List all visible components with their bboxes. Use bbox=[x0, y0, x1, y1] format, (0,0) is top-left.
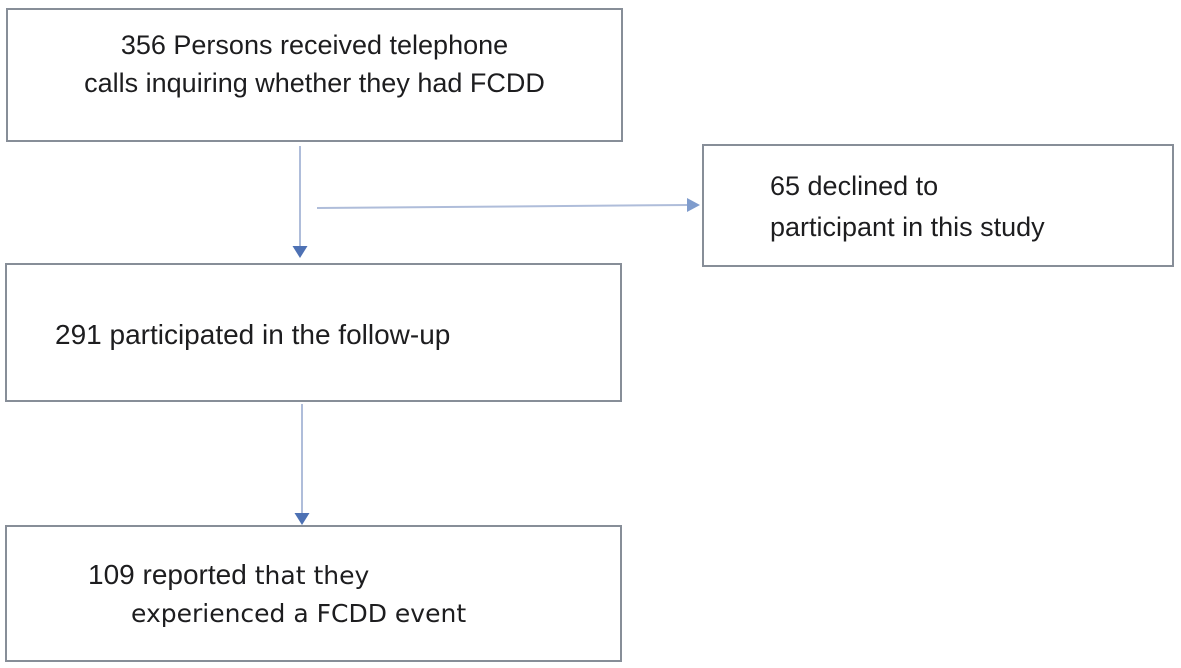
followup-line1: 291 participated in the follow-up bbox=[55, 319, 451, 350]
arrowhead-down-icon bbox=[292, 246, 308, 258]
recruited-line2: calls inquiring whether they had FCDD bbox=[84, 68, 545, 98]
arrowhead-right-icon bbox=[687, 198, 700, 212]
reported-line1: 109 reported that they bbox=[88, 556, 620, 595]
reported-line2: experienced a FCDD event bbox=[131, 599, 467, 628]
arrowhead-down-icon bbox=[294, 513, 310, 525]
reported-line1-lead: 109 reported bbox=[88, 559, 247, 590]
flow-box-reported: 109 reported that they experienced a FCD… bbox=[5, 525, 622, 662]
arrow-recruited-to-followup bbox=[292, 146, 308, 258]
declined-line1: 65 declined to bbox=[770, 171, 939, 201]
reported-line1-rest: that they bbox=[246, 561, 370, 590]
flow-box-followup: 291 participated in the follow-up bbox=[5, 263, 622, 402]
arrow-followup-to-reported bbox=[294, 404, 310, 525]
flow-box-recruited: 356 Persons received telephone calls inq… bbox=[6, 8, 623, 142]
recruited-line1: 356 Persons received telephone bbox=[120, 30, 509, 60]
arrow-recruited-to-declined bbox=[316, 198, 700, 212]
flow-box-declined: 65 declined to participant in this study bbox=[702, 144, 1174, 267]
declined-line2: participant in this study bbox=[770, 212, 1045, 242]
